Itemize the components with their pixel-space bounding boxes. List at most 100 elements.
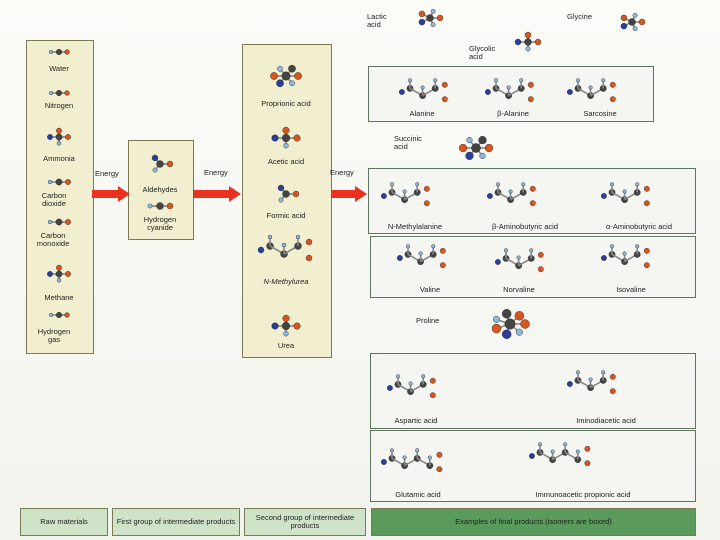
oxygen-atom [584,445,591,452]
oxygen-atom [439,247,446,254]
atom [418,10,426,18]
atom [478,136,487,145]
atom [49,50,53,54]
raw-item-methane: Methane [44,293,74,302]
hydrogen-atom [431,244,436,249]
nitrogen-atom [494,259,501,265]
atom [524,31,532,39]
hydrogen-atom [496,182,501,187]
atom [620,22,628,30]
hydrogen-atom [433,78,438,83]
atom [276,79,284,88]
label-sarcosine: Sarcosine [583,109,617,118]
second-item-acetic-acid: Acetic acid [267,157,305,166]
nitrogen-atom [601,255,607,261]
oxygen-atom [609,388,616,395]
oxygen-atom [441,81,448,88]
raw-item-water: Water [49,64,69,73]
hydrogen-atom [506,85,511,90]
label-glycine: Glycine [567,12,593,21]
label-succinic-acid: Succinic acid [394,134,422,151]
hydrogen-atom [504,248,509,253]
raw-item-carbon-monoxide: Carbon monoxide [36,231,70,248]
label-alpha-aminobutyric-acid: α-Aminobutyric acid [605,222,673,231]
hydrogen-atom [521,182,526,187]
atom [282,314,290,322]
nitrogen-atom [484,89,491,95]
nitrogen-atom [567,89,573,95]
atom [430,22,436,28]
atom [271,134,279,142]
nitrogen-atom [567,381,573,387]
hydrogen-atom [421,374,426,379]
oxygen-atom [429,392,436,399]
isomer-box-aspartic [370,353,696,429]
hydrogen-atom [601,370,606,375]
hydrogen-atom [408,78,413,83]
hydrogen-atom [390,182,395,187]
hydrogen-atom [610,182,615,187]
raw-item-hydrogen-gas: Hydrogen gas [37,327,71,344]
label-immunoacetic-propionic-acid: Immunoacetic propionic acid [535,490,631,499]
hydrogen-atom [563,442,568,447]
hydrogen-atom [415,182,420,187]
atom [166,160,174,168]
hydrogen-atom [622,251,627,256]
label-n-methylalanine: N-Methylalanine [387,222,443,231]
oxygen-atom [609,81,616,88]
carbon-atom [281,71,291,81]
first-group-box [128,140,194,240]
carbon-atom [56,312,63,319]
oxygen-atom [529,200,536,207]
hydrogen-atom [575,449,580,454]
atom [47,134,53,140]
nitrogen-atom [380,459,387,465]
hydrogen-atom [402,189,407,194]
hydrogen-atom [529,248,534,253]
footer-raw-materials: Raw materials [20,508,108,536]
atom [534,38,542,46]
label-alanine: Alanine [409,109,435,118]
carbon-atom [471,143,481,153]
hydrogen-atom [508,189,513,194]
arrow-2 [193,190,231,198]
atom [289,80,295,87]
hydrogen-atom [427,455,432,460]
label-iminodiacetic-acid: Iminodiacetic acid [576,416,636,425]
second-item-proprionic-acid: Proprionic acid [261,99,311,108]
isomer-box-glutamic [370,430,696,502]
nitrogen-atom [601,193,607,199]
oxygen-atom [529,185,536,192]
nitrogen-atom [396,255,403,261]
atom [520,319,530,329]
nitrogen-atom [398,89,405,95]
first-item-aldehydes: Aldehydes [142,185,178,194]
atom [492,315,500,323]
hydrogen-atom [516,255,521,260]
hydrogen-atom [418,251,423,256]
carbon-atom [156,160,164,168]
hydrogen-atom [550,449,555,454]
hydrogen-atom [588,85,593,90]
oxygen-atom [643,200,650,207]
hydrogen-atom [635,244,640,249]
atom [56,264,62,271]
second-item-formic-acid: Formic acid [266,211,306,220]
hydrogen-atom [390,448,395,453]
carbon-atom [55,218,63,226]
atom [465,151,474,160]
atom [288,64,296,73]
oxygen-atom [436,451,443,458]
atom [491,323,502,334]
atom [515,328,523,336]
atom [64,312,70,318]
isomer-box-valine [370,236,696,298]
atom [49,313,53,317]
energy-label-3: Energy [330,168,354,177]
atom [458,143,468,153]
raw-item-carbon-dioxide: Carbon dioxide [41,191,67,208]
label-beta-aminobutyric-acid: β-Aminobutyric acid [491,222,558,231]
label-aspartic-acid: Aspartic acid [394,416,438,425]
carbon-atom [55,270,63,278]
energy-label-1: Energy [95,169,119,178]
